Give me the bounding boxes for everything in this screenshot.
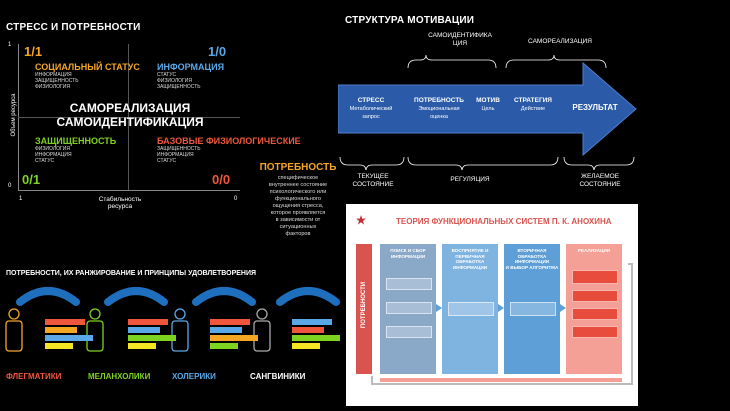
- bars-1: [45, 319, 93, 349]
- col1-box-2: [386, 302, 432, 314]
- quad-divider-h: [18, 117, 240, 118]
- anokhin-panel: ТЕОРИЯ ФУНКЦИОНАЛЬНЫХ СИСТЕМ П. К. АНОХИ…: [346, 204, 638, 406]
- brace-top-2: [505, 54, 607, 69]
- quad-code-tr: 1/0: [208, 44, 227, 59]
- type-label-3: ХОЛЕРИКИ: [172, 372, 216, 381]
- brace-bottom-2: [407, 156, 559, 170]
- motivation-arrow: [338, 61, 637, 157]
- col1-box-3: [386, 326, 432, 338]
- stress-y-axis-label: Объем ресурса: [11, 93, 17, 137]
- brace-top-1: [407, 54, 497, 69]
- axis-tick-0: 0: [8, 183, 12, 189]
- bottom-label-regulation: РЕГУЛЯЦИЯ: [450, 176, 490, 183]
- col1-box-1: [386, 278, 432, 290]
- needs-side-bar: [356, 244, 372, 374]
- quad-code-br: 0/0: [212, 172, 231, 187]
- curve-arrow-4: [276, 287, 340, 306]
- type-label-2: МЕЛАНХОЛИКИ: [88, 372, 151, 381]
- brace-bottom-1: [339, 156, 405, 170]
- motivation-title: СТРУКТУРА МОТИВАЦИИ: [345, 15, 475, 26]
- axis-tick-x1: 1: [19, 196, 23, 202]
- col4-box-1: [572, 270, 618, 284]
- col3-box-1: [510, 302, 556, 316]
- type-label-4: САНГВИНИКИ: [250, 372, 306, 381]
- quad-bl-title: ЗАЩИЩЕННОСТЬ: [35, 136, 117, 146]
- axis-tick-1: 1: [8, 42, 12, 48]
- anokhin-flow-arrows: [371, 263, 633, 385]
- quad-code-bl: 0/1: [22, 172, 41, 187]
- stress-title: СТРЕСС И ПОТРЕБНОСТИ: [6, 22, 141, 33]
- quad-code-tl: 1/1: [24, 44, 43, 59]
- need-title: ПОТРЕБНОСТЬ: [259, 162, 337, 173]
- type-label-1: ФЛЕГМАТИКИ: [6, 372, 62, 381]
- person-4: [253, 308, 271, 352]
- col4-box-3: [572, 308, 618, 320]
- col2-box-1: [448, 302, 494, 316]
- stress-x-axis-label: Стабильность ресурса: [98, 196, 142, 210]
- bars-4: [292, 319, 340, 349]
- anokhin-title: ТЕОРИЯ ФУНКЦИОНАЛЬНЫХ СИСТЕМ П. К. АНОХИ…: [396, 217, 612, 226]
- motivation-top-label-2: САМОРЕАЛИЗАЦИЯ: [528, 38, 592, 45]
- quad-br-title: БАЗОВЫЕ ФИЗИОЛОГИЧЕСКИЕ: [157, 136, 301, 146]
- ranking-illustration: [5, 287, 340, 352]
- quad-tl-title: СОЦИАЛЬНЫЙ СТАТУС: [35, 62, 140, 72]
- curve-arrow-2: [104, 287, 168, 306]
- person-2: [86, 308, 104, 352]
- bars-2: [128, 319, 176, 349]
- star-logo-icon: [356, 212, 366, 225]
- brace-bottom-3: [563, 156, 635, 170]
- anokhin-col-4: РЕАЛИЗАЦИЯ: [566, 244, 622, 374]
- person-3: [171, 308, 189, 352]
- quad-tr-title: ИНФОРМАЦИЯ: [157, 62, 225, 72]
- axis-tick-x0: 0: [234, 196, 238, 202]
- bars-3: [210, 319, 258, 349]
- x-axis-line: [18, 190, 240, 191]
- motivation-step-5: РЕЗУЛЬТАТ: [572, 103, 618, 112]
- col4-box-4: [572, 326, 618, 338]
- curve-arrow-3: [192, 287, 256, 306]
- col4-box-2: [572, 290, 618, 302]
- motivation-arrow-svg: [338, 54, 637, 170]
- curve-arrow-1: [16, 287, 80, 306]
- person-1: [5, 308, 23, 352]
- ranking-title: ПОТРЕБНОСТИ, ИХ РАНЖИРОВАНИЕ И ПРИНЦИПЫ …: [6, 270, 257, 277]
- curve-arrows: [16, 287, 340, 306]
